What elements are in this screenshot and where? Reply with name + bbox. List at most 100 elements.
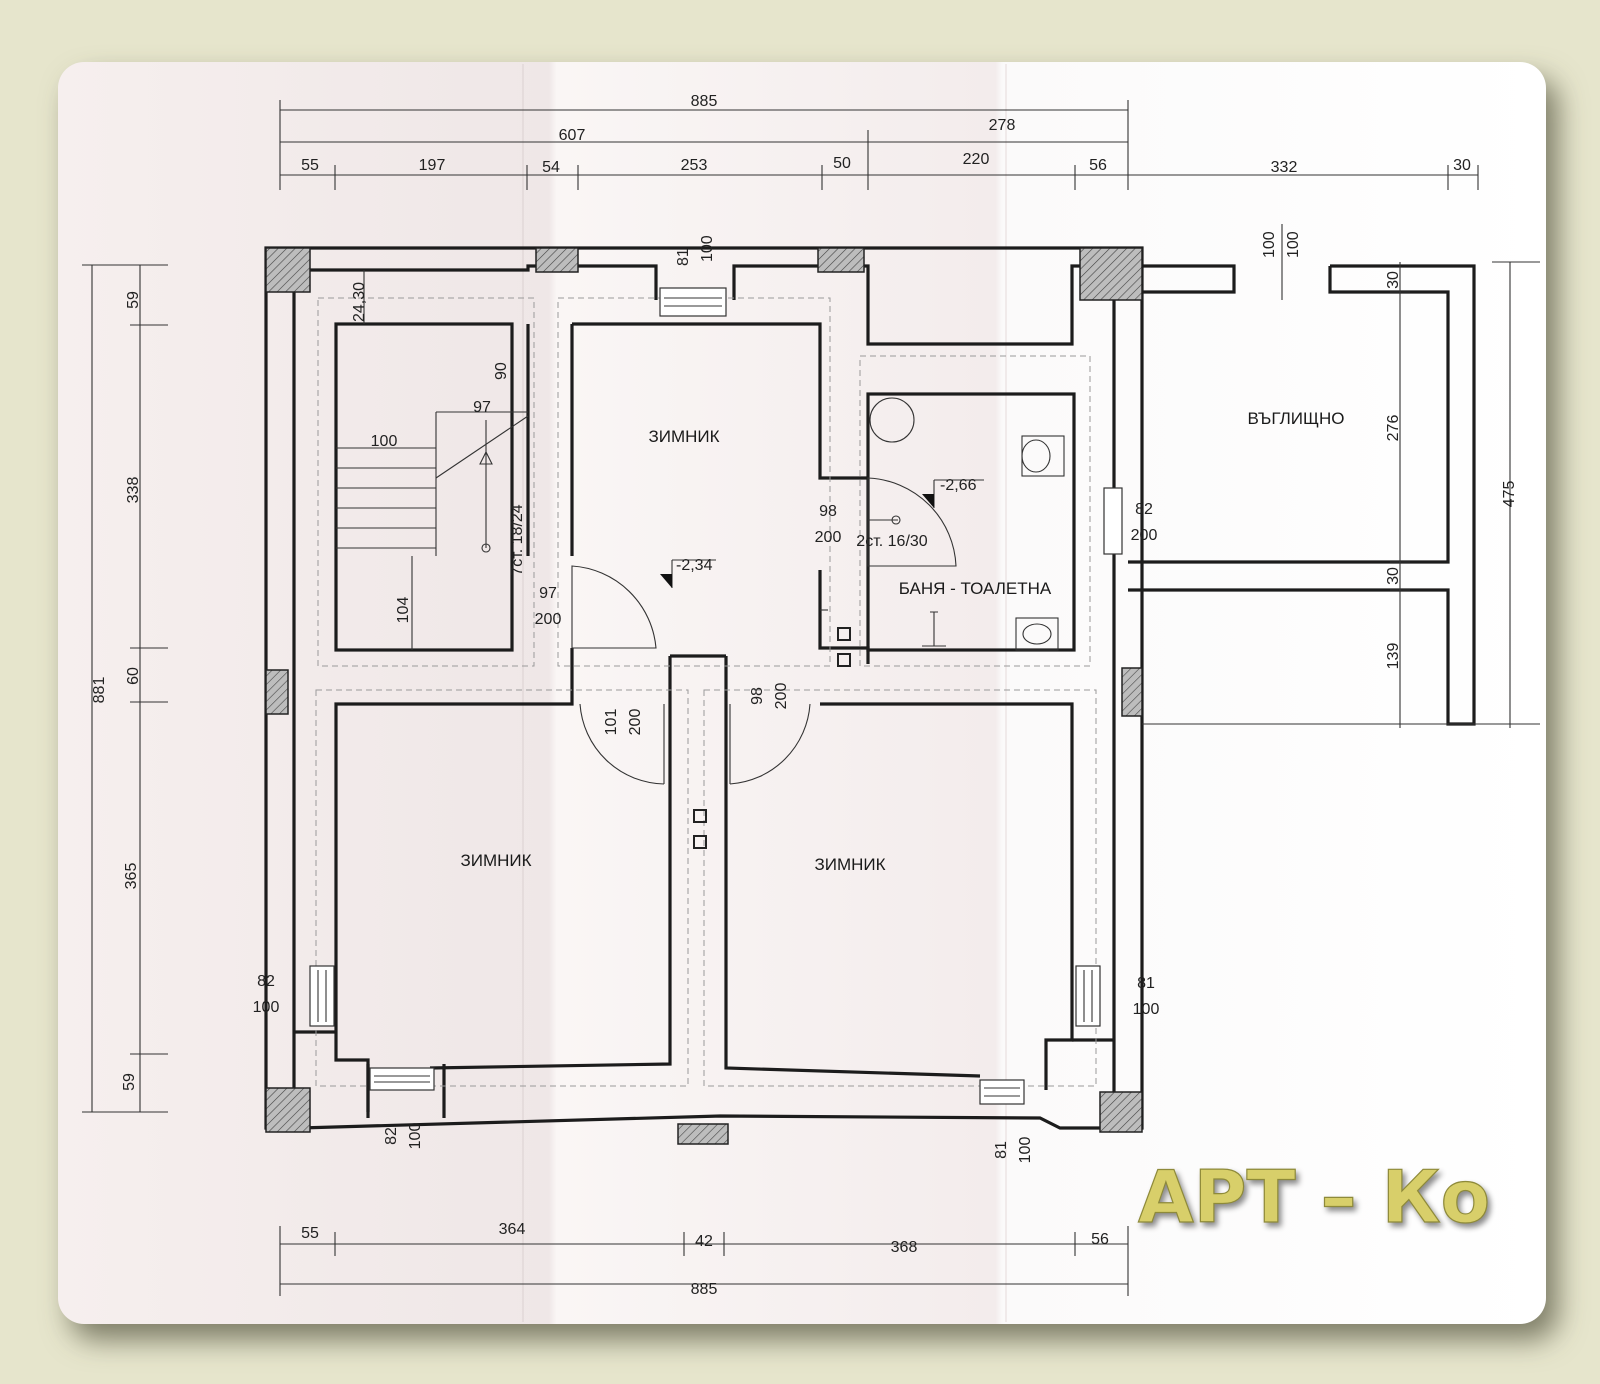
- stair-door-h: 200: [535, 611, 562, 628]
- bath-door-w: 98: [819, 503, 837, 520]
- column: [265, 1087, 311, 1133]
- dim-top-seg-7: 56: [1089, 157, 1107, 174]
- dim-left-seg-1: 59: [125, 291, 142, 309]
- bottom-left-window-w: 82: [383, 1127, 400, 1145]
- level-markers: [660, 479, 984, 588]
- right-window-h: 100: [1133, 1001, 1160, 1018]
- dim-top-part-a: 607: [559, 127, 586, 144]
- dim-bottom-overall: 885: [691, 1281, 718, 1298]
- paper-sheet: [58, 62, 1546, 1324]
- dim-bottom-seg-1: 55: [301, 1225, 319, 1242]
- dim-top-part-b: 278: [989, 117, 1016, 134]
- vent-icon: [693, 835, 707, 849]
- right-window-w: 81: [1137, 975, 1155, 992]
- boiler-icon: [869, 397, 915, 443]
- vent-icon: [837, 627, 851, 641]
- dim-left-overall: 881: [91, 677, 108, 704]
- sink-icon: [1015, 617, 1059, 651]
- bottom-left-window-h: 100: [407, 1123, 424, 1150]
- left-window-w: 82: [257, 973, 275, 990]
- dim-left-seg-4: 365: [123, 863, 140, 890]
- dim-right-seg-4: 139: [1385, 643, 1402, 670]
- top-window-w: 100: [699, 235, 716, 262]
- room-label-coal: ВЪГЛИЩНО: [1248, 409, 1345, 428]
- structural-columns: [265, 247, 1143, 1145]
- left-window-h: 100: [253, 999, 280, 1016]
- vent-icon: [837, 653, 851, 667]
- stair-top-dim: 24,30: [351, 282, 368, 322]
- dim-right-seg-2: 276: [1385, 415, 1402, 442]
- dim-bottom-seg-4: 368: [891, 1239, 918, 1256]
- bathroom-fixtures: [693, 397, 1065, 849]
- stair-bath-label: 2ст. 16/30: [856, 533, 927, 550]
- column: [1079, 247, 1143, 301]
- window-bottom-left: [369, 1067, 435, 1091]
- column: [817, 247, 865, 273]
- dim-top-seg-6: 220: [963, 151, 990, 168]
- opening-labels: 100 81 100 100 24,30 90 97 100 104 7ст. …: [253, 231, 1302, 1163]
- coal-door-h: 200: [1131, 527, 1158, 544]
- windows: [309, 287, 1123, 1105]
- column: [1121, 667, 1143, 717]
- hall-door-right-h: 200: [773, 683, 790, 710]
- dim-bottom-seg-2: 364: [499, 1221, 526, 1238]
- hall-door-left-w: 101: [603, 709, 620, 736]
- watermark-logo: АРТ – Ко: [1138, 1155, 1490, 1239]
- column: [265, 247, 311, 293]
- stair-landing-dim: 97: [473, 399, 491, 416]
- dim-right-seg-1: 30: [1385, 271, 1402, 289]
- stair-main-label: 7ст. 18/24: [509, 504, 526, 575]
- door-swings: [571, 477, 957, 785]
- bottom-right-window-h: 100: [1017, 1137, 1034, 1164]
- hall-door-left-h: 200: [627, 709, 644, 736]
- dim-top-seg-4: 253: [681, 157, 708, 174]
- window-left: [309, 965, 335, 1027]
- room-label-cellar-top: ЗИМНИК: [648, 427, 719, 446]
- coal-opening-h: 100: [1285, 231, 1302, 258]
- coal-opening-w: 100: [1261, 231, 1278, 258]
- bath-door-h: 200: [815, 529, 842, 546]
- vent-icon: [693, 809, 707, 823]
- dim-left-seg-3: 60: [125, 667, 142, 685]
- top-window-h: 81: [675, 248, 692, 266]
- level-central: -2,34: [676, 557, 713, 574]
- stair-run-dim: 100: [371, 433, 398, 450]
- hall-door-right-w: 98: [749, 687, 766, 705]
- right-dimensions: 30 276 30 139 475: [1385, 271, 1518, 669]
- dim-top-seg-5: 50: [833, 155, 851, 172]
- dim-left-seg-2: 338: [125, 477, 142, 504]
- dim-top-seg-3: 54: [542, 159, 560, 176]
- column: [265, 669, 289, 715]
- room-label-bathroom: БАНЯ - ТОАЛЕТНА: [899, 579, 1052, 598]
- dim-top-seg-8: 332: [1271, 159, 1298, 176]
- coal-door-frame: [1103, 487, 1123, 555]
- dim-bottom-seg-5: 56: [1091, 1231, 1109, 1248]
- window-right: [1075, 965, 1101, 1027]
- level-labels: -2,34 -2,66: [676, 477, 977, 574]
- top-dimensions: 885 607 278 55 197 54 253 50 220 56 332 …: [279, 93, 1479, 190]
- coal-door-w: 82: [1135, 501, 1153, 518]
- stair-door-w: 97: [539, 585, 557, 602]
- stair-lower-dim: 104: [395, 597, 412, 624]
- coal-room-walls: [1128, 224, 1540, 728]
- bottom-right-window-w: 81: [993, 1141, 1010, 1159]
- dim-top-seg-2: 197: [419, 157, 446, 174]
- dim-bottom-seg-3: 42: [695, 1233, 713, 1250]
- bottom-dimensions: 55 364 42 368 56 885: [279, 1221, 1129, 1298]
- column: [1099, 1091, 1143, 1133]
- dim-top-seg-9: 30: [1453, 157, 1471, 174]
- dim-right-overall: 475: [1501, 481, 1518, 508]
- room-label-cellar-left: ЗИМНИК: [460, 851, 531, 870]
- column: [535, 247, 579, 273]
- level-bathroom: -2,66: [940, 477, 977, 494]
- dim-left-seg-5: 59: [121, 1073, 138, 1091]
- dim-top-seg-1: 55: [301, 157, 319, 174]
- room-label-cellar-right: ЗИМНИК: [814, 855, 885, 874]
- stair-upper-dim: 90: [493, 362, 510, 380]
- stair-flight: [336, 270, 529, 650]
- dim-top-overall: 885: [691, 93, 718, 110]
- window-bottom-right: [979, 1079, 1025, 1105]
- left-dimensions: 881 59 338 60 365 59: [82, 264, 168, 1113]
